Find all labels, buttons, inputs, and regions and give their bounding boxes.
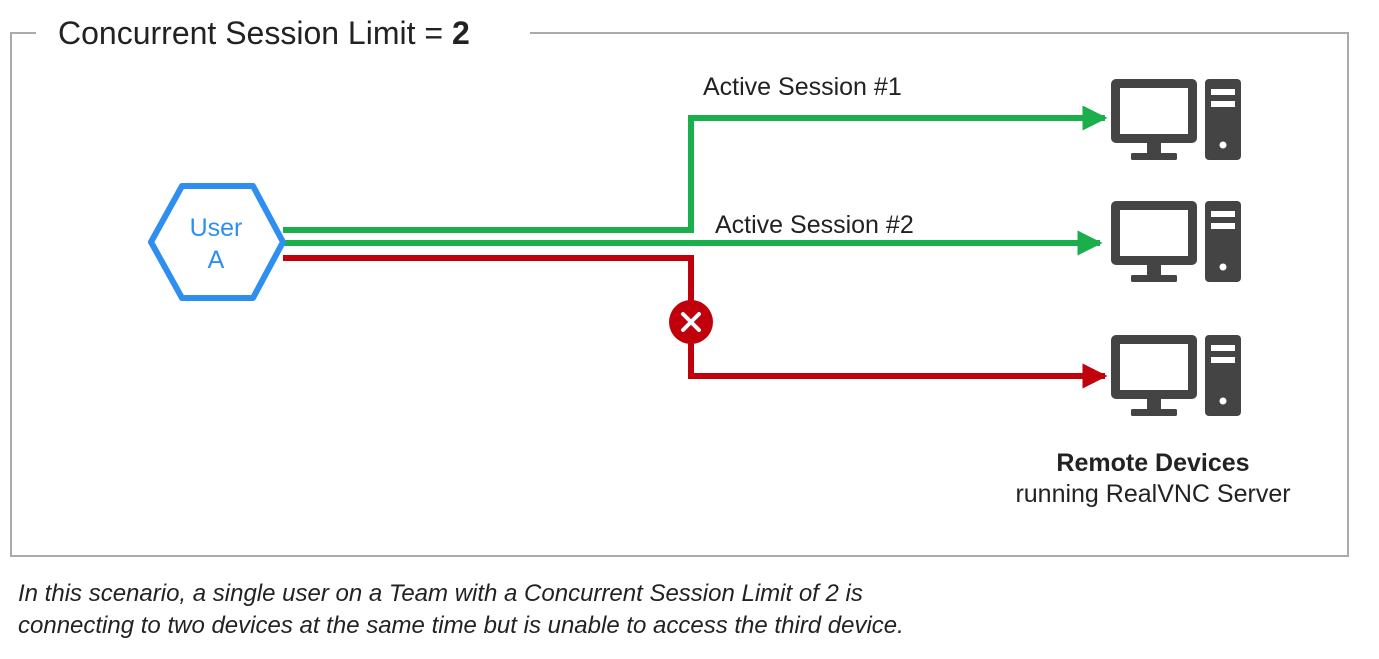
hexagon-icon <box>148 183 286 301</box>
session-1-line <box>283 105 1108 233</box>
caption-line1: In this scenario, a single user on a Tea… <box>18 580 863 607</box>
frame-border <box>10 32 1349 557</box>
session-limit-value: 2 <box>452 15 470 51</box>
caption: In this scenario, a single user on a Tea… <box>18 578 1018 642</box>
user-label-line1: User <box>190 214 243 242</box>
caption-line2: connecting to two devices at the same ti… <box>18 612 904 639</box>
session-1-label: Active Session #1 <box>703 73 902 101</box>
session-2-label: Active Session #2 <box>715 211 914 239</box>
devices-title: Remote Devices <box>1056 449 1249 477</box>
devices-subtitle: running RealVNC Server <box>1015 480 1290 508</box>
desktop-computer-icon <box>1111 79 1241 160</box>
x-circle-icon <box>669 300 713 344</box>
desktop-computer-icon <box>1111 335 1241 416</box>
frame-title: Concurrent Session Limit = 2 <box>58 15 470 51</box>
desktop-computer-icon <box>1111 201 1241 282</box>
user-label-line2: A <box>208 246 225 274</box>
user-node: User A <box>148 183 286 301</box>
